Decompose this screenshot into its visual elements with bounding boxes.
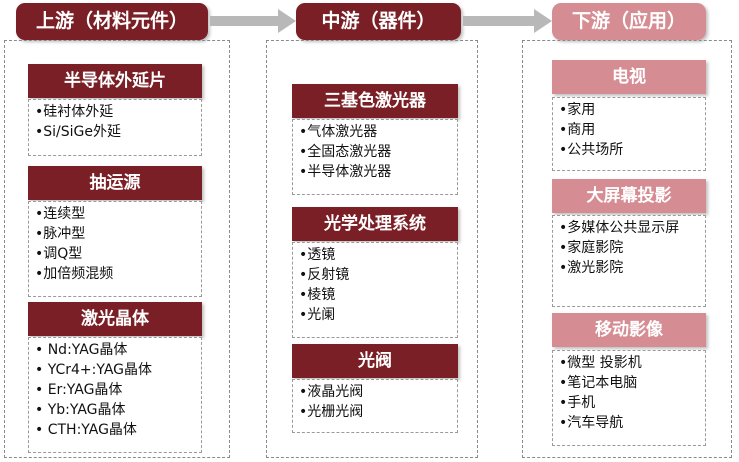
section-list: •连续型 •脉冲型 •调Q型 •加倍频混频 [28, 201, 202, 297]
list-item: •商用 [559, 122, 596, 138]
list-item: •调Q型 [35, 246, 83, 262]
section-header: 半导体外延片 [28, 64, 202, 98]
section-header: 三基色激光器 [292, 84, 458, 118]
section-list: • Nd:YAG晶体 • YCr4+:YAG晶体 • Er:YAG晶体 • Yb… [28, 337, 202, 453]
midstream-header: 中游（器件） [296, 3, 461, 40]
list-item: • YCr4+:YAG晶体 [35, 362, 153, 378]
list-item: •棱镜 [299, 287, 336, 303]
upstream-column [4, 40, 230, 458]
list-item: •脉冲型 [35, 226, 86, 242]
list-item: •激光影院 [559, 260, 624, 276]
list-item: • Nd:YAG晶体 [35, 342, 128, 358]
list-item: •全固态激光器 [299, 144, 392, 160]
section-header: 移动影像 [552, 313, 706, 347]
section-list: •硅衬体外延 •Si/SiGe外延 [28, 99, 202, 156]
downstream-header: 下游（应用） [552, 3, 706, 40]
list-item: •Si/SiGe外延 [35, 124, 121, 140]
list-item: •加倍频混频 [35, 266, 114, 282]
list-item: • Yb:YAG晶体 [35, 402, 126, 418]
list-item: •公共场所 [559, 142, 624, 158]
section-header: 抽运源 [28, 166, 202, 200]
list-item: •笔记本电脑 [559, 375, 638, 391]
section-list: •微型 投影机 •笔记本电脑 •手机 •汽车导航 [552, 350, 706, 446]
downstream-column [522, 40, 732, 458]
section-header: 光阀 [292, 344, 458, 378]
flow-arrow-icon [463, 9, 552, 33]
list-item: •光阑 [299, 307, 336, 323]
section-header: 光学处理系统 [292, 207, 458, 241]
list-item: •液晶光阀 [299, 384, 364, 400]
section-header: 大屏幕投影 [552, 179, 706, 213]
list-item: • CTH:YAG晶体 [35, 422, 137, 438]
list-item: •微型 投影机 [559, 355, 642, 371]
list-item: •汽车导航 [559, 415, 624, 431]
midstream-column [266, 40, 478, 458]
flow-arrow-icon [210, 9, 296, 33]
list-item: •气体激光器 [299, 124, 378, 140]
section-list: •多媒体公共显示屏 •家庭影院 •激光影院 [552, 215, 706, 307]
list-item: •家庭影院 [559, 240, 624, 256]
section-list: •气体激光器 •全固态激光器 •半导体激光器 [292, 119, 458, 195]
list-item: •多媒体公共显示屏 [559, 220, 680, 236]
section-header: 激光晶体 [28, 302, 202, 336]
section-list: •液晶光阀 •光栅光阀 [292, 379, 458, 433]
list-item: •连续型 [35, 206, 86, 222]
list-item: •光栅光阀 [299, 404, 364, 420]
list-item: •半导体激光器 [299, 164, 392, 180]
list-item: •硅衬体外延 [35, 104, 114, 120]
list-item: •透镜 [299, 247, 336, 263]
list-item: •手机 [559, 395, 596, 411]
upstream-header: 上游（材料元件） [16, 3, 208, 40]
section-list: •家用 •商用 •公共场所 [552, 97, 706, 171]
section-list: •透镜 •反射镜 •棱镜 •光阑 [292, 242, 458, 338]
list-item: • Er:YAG晶体 [35, 382, 123, 398]
list-item: •家用 [559, 102, 596, 118]
list-item: •反射镜 [299, 267, 350, 283]
section-header: 电视 [552, 60, 706, 94]
